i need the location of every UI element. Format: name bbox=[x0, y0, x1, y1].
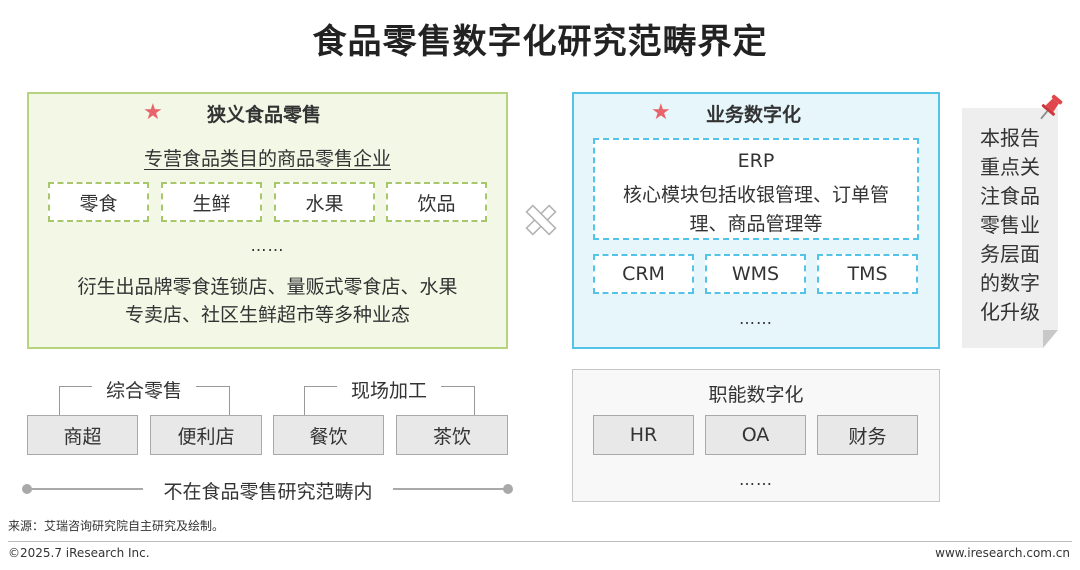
category-drinks: 饮品 bbox=[386, 182, 487, 222]
website-link[interactable]: www.iresearch.com.cn bbox=[935, 546, 1070, 560]
narrow-food-retail-subheading: 专营食品类目的商品零售企业 bbox=[143, 148, 391, 170]
system-finance: 财务 bbox=[817, 415, 918, 455]
narrow-food-retail-ellipsis: …… bbox=[250, 236, 285, 255]
system-hr: HR bbox=[593, 415, 694, 455]
erp-description-line2: 理、商品管理等 bbox=[689, 213, 823, 235]
line-end-dot bbox=[22, 484, 32, 494]
category-fresh: 生鲜 bbox=[161, 182, 262, 222]
page-title: 食品零售数字化研究范畴界定 bbox=[312, 22, 768, 62]
bracket-line bbox=[304, 386, 305, 415]
category-snacks: 零食 bbox=[48, 182, 149, 222]
bracket-line bbox=[196, 386, 229, 387]
bracket-line bbox=[59, 386, 92, 387]
note-fold bbox=[1043, 330, 1058, 348]
footer-divider bbox=[8, 541, 1072, 542]
source-note: 来源：艾瑞咨询研究院自主研究及绘制。 bbox=[8, 519, 225, 533]
erp-description-line1: 核心模块包括收银管理、订单管 bbox=[622, 184, 889, 206]
onsite-processing-label: 现场加工 bbox=[350, 380, 427, 402]
star-icon: ★ bbox=[143, 100, 163, 125]
system-tms: TMS bbox=[817, 254, 918, 294]
comprehensive-retail-label: 综合零售 bbox=[105, 380, 182, 402]
excluded-catering: 餐饮 bbox=[273, 415, 384, 455]
caption-line-right bbox=[393, 488, 506, 490]
pushpin-icon bbox=[1040, 94, 1063, 120]
bracket-line bbox=[441, 386, 474, 387]
note-card bbox=[962, 108, 1058, 348]
star-icon: ★ bbox=[651, 100, 671, 125]
erp-box bbox=[593, 138, 919, 240]
erp-label: ERP bbox=[737, 150, 775, 172]
narrow-food-retail-heading: 狭义食品零售 bbox=[207, 104, 322, 126]
excluded-supermarket: 商超 bbox=[27, 415, 138, 455]
category-fruit: 水果 bbox=[274, 182, 375, 222]
business-digitalization-ellipsis: …… bbox=[739, 309, 773, 328]
caption-line-left bbox=[30, 488, 143, 490]
system-oa: OA bbox=[705, 415, 806, 455]
bracket-line bbox=[474, 386, 475, 415]
note-text: 本报告重点关注食品零售业务层面的数字化升级 bbox=[980, 126, 1040, 324]
bracket-line bbox=[229, 386, 230, 415]
excluded-convenience-store: 便利店 bbox=[150, 415, 262, 455]
cross-icon bbox=[525, 204, 557, 236]
functional-digitalization-ellipsis: …… bbox=[739, 470, 773, 489]
line-end-dot bbox=[503, 484, 513, 494]
system-wms: WMS bbox=[705, 254, 806, 294]
bracket-line bbox=[59, 386, 60, 415]
functional-digitalization-heading: 职能数字化 bbox=[708, 384, 804, 406]
excluded-tea-drinks: 茶饮 bbox=[396, 415, 508, 455]
excluded-caption: 不在食品零售研究范畴内 bbox=[163, 481, 373, 503]
narrow-food-retail-description-line2: 专卖店、社区生鲜超市等多种业态 bbox=[124, 304, 410, 326]
bracket-line bbox=[304, 386, 337, 387]
narrow-food-retail-description-line1: 衍生出品牌零食连锁店、量贩式零食店、水果 bbox=[77, 276, 458, 298]
copyright: ©2025.7 iResearch Inc. bbox=[8, 546, 150, 560]
system-crm: CRM bbox=[593, 254, 694, 294]
business-digitalization-heading: 业务数字化 bbox=[706, 104, 802, 126]
